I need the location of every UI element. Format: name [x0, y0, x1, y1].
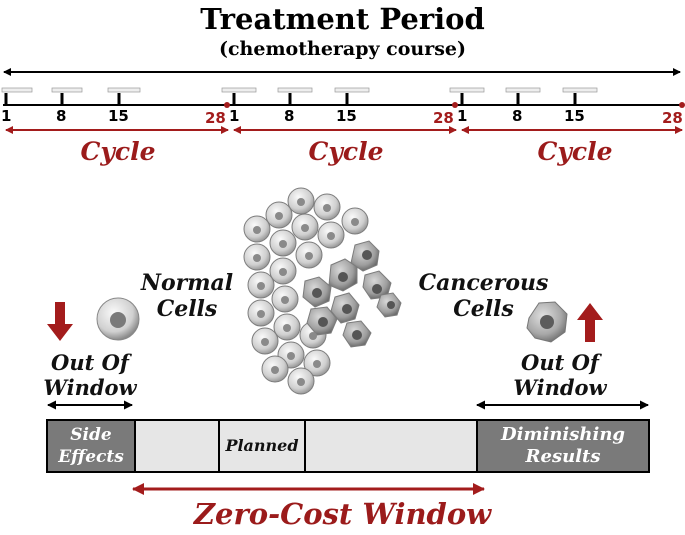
- cycle-1-day-8: 8: [56, 107, 67, 125]
- cycle-3-ticks: [460, 93, 685, 108]
- down-arrow-icon: [47, 302, 73, 341]
- right-out-of-window-label: Out Of Window: [513, 350, 607, 400]
- window-bar-graphic: [46, 400, 650, 495]
- zero-cost-window-label: Zero-Cost Window: [193, 497, 492, 531]
- cycle-2-day-28: 28: [433, 109, 454, 127]
- pre-planned-segment: [134, 419, 220, 473]
- cycle-3-label: Cycle: [537, 137, 613, 166]
- cycle-2-day-8: 8: [284, 107, 295, 125]
- side-effects-label: Side Effects: [58, 425, 124, 467]
- cycle-3-day-15: 15: [564, 107, 585, 125]
- cycle-2-day-15: 15: [336, 107, 357, 125]
- post-planned-segment: [304, 419, 478, 473]
- cycle-1-ticks: [4, 93, 230, 108]
- planned-segment: [218, 419, 306, 473]
- diagram-subtitle: (chemotherapy course): [218, 38, 467, 60]
- cycle-1-label: Cycle: [80, 137, 156, 166]
- diminishing-results-segment: [476, 419, 650, 473]
- cycle-1-day-28: 28: [205, 109, 226, 127]
- cycle-3-day-28: 28: [662, 109, 683, 127]
- timeline-graphic: [1, 68, 685, 134]
- diagram-title: Treatment Period: [200, 2, 485, 36]
- cycle-1-day-15: 15: [108, 107, 129, 125]
- normal-cell-icon: [96, 297, 140, 341]
- cycle-2-ticks: [232, 93, 458, 108]
- tick-tabs: [1, 87, 598, 93]
- cycle-2-day-1: 1: [229, 107, 240, 125]
- normal-cells-label: Normal Cells: [140, 270, 234, 322]
- cycle-3-day-1: 1: [457, 107, 468, 125]
- cycle-1-day-1: 1: [1, 107, 12, 125]
- up-arrow-icon: [577, 303, 603, 342]
- cancerous-cells-label: Cancerous Cells: [418, 270, 549, 322]
- cycle-3-day-8: 8: [512, 107, 523, 125]
- cancer-cell-icon: [526, 301, 568, 343]
- cycle-2-label: Cycle: [308, 137, 384, 166]
- planned-label: Planned: [225, 436, 299, 455]
- diminishing-results-label: Diminishing Results: [501, 424, 625, 467]
- cell-cluster-illustration: [243, 187, 402, 395]
- side-effects-segment: [46, 419, 136, 473]
- left-out-of-window-label: Out Of Window: [43, 350, 137, 400]
